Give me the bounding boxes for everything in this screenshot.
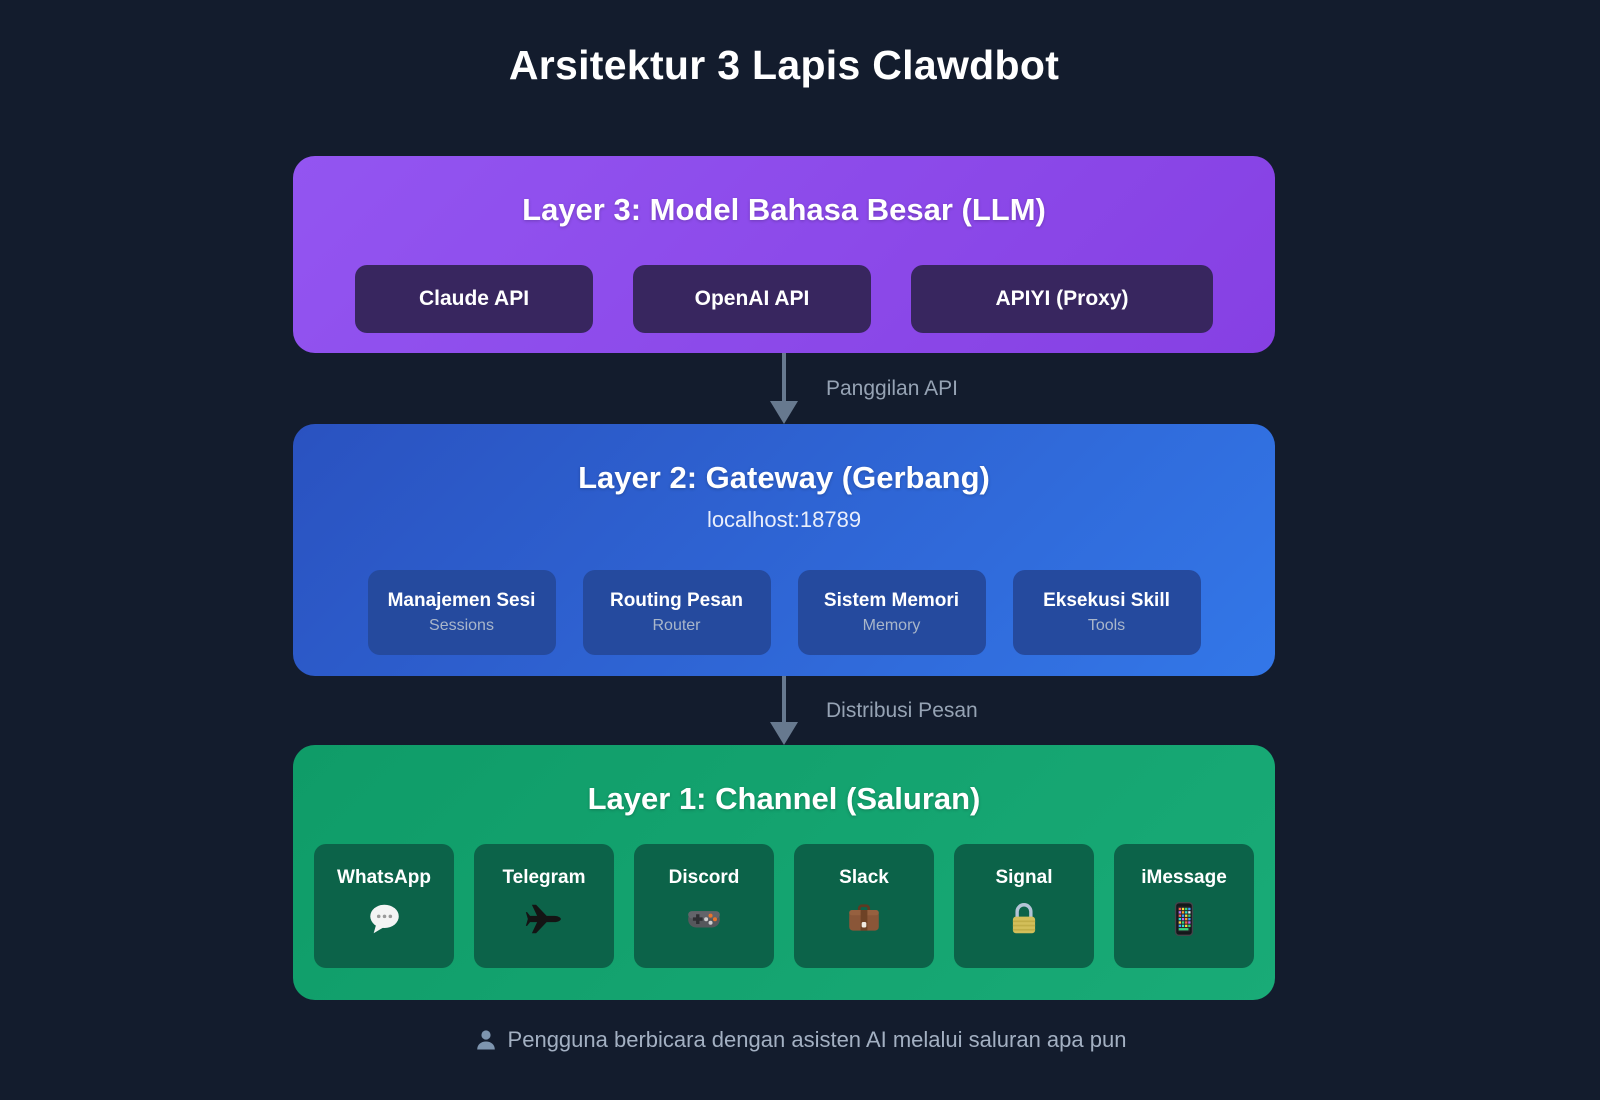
arrow-down-icon	[770, 722, 798, 745]
channel-discord: Discord	[634, 844, 774, 968]
layer-1-title: Layer 1: Channel (Saluran)	[587, 781, 981, 816]
channel-slack: Slack	[794, 844, 934, 968]
game-controller-icon	[688, 911, 720, 928]
memory-system-subtitle: Memory	[862, 617, 921, 634]
channel-imessage: iMessage	[1114, 844, 1254, 968]
skill-execution-title: Eksekusi Skill	[1043, 590, 1170, 611]
apiyi-proxy-box: APIYI (Proxy)	[911, 265, 1213, 333]
layer-3-llm-box: Layer 3: Model Bahasa Besar (LLM) Claude…	[293, 156, 1275, 353]
layer-2-gateway-box: Layer 2: Gateway (Gerbang) localhost:187…	[293, 424, 1275, 676]
whatsapp-label: WhatsApp	[337, 867, 431, 888]
signal-label: Signal	[995, 867, 1053, 888]
message-routing-subtitle: Router	[652, 617, 701, 634]
telegram-label: Telegram	[502, 867, 586, 888]
claude-api-box: Claude API	[355, 265, 593, 333]
skill-execution-box: Eksekusi Skill Tools	[1012, 570, 1201, 655]
page-title: Arsitektur 3 Lapis Clawdbot	[508, 42, 1060, 88]
gateway-module-row: Manajemen Sesi Sessions Routing Pesan Ro…	[293, 570, 1275, 655]
arrow-api-call-label: Panggilan API	[826, 376, 958, 400]
message-routing-title: Routing Pesan	[609, 590, 743, 611]
arrow-line	[782, 353, 786, 401]
apiyi-proxy-label: APIYI (Proxy)	[995, 287, 1129, 310]
imessage-label: iMessage	[1141, 867, 1227, 888]
channel-signal: Signal	[954, 844, 1094, 968]
footer-caption: Pengguna berbicara dengan asisten AI mel…	[0, 1020, 1600, 1060]
arrow-down-icon	[770, 401, 798, 424]
channel-whatsapp: WhatsApp	[314, 844, 454, 968]
session-management-subtitle: Sessions	[429, 617, 494, 634]
mobile-phone-icon	[1174, 901, 1194, 937]
footer-text: Pengguna berbicara dengan asisten AI mel…	[507, 1027, 1127, 1052]
layer-1-channel-box: Layer 1: Channel (Saluran) WhatsApp Tele…	[293, 745, 1275, 1000]
skill-execution-subtitle: Tools	[1087, 617, 1126, 634]
channel-row: WhatsApp Telegram Discord	[293, 844, 1275, 968]
arrow-message-distribution: Distribusi Pesan	[293, 676, 1275, 745]
memory-system-title: Sistem Memori	[823, 590, 960, 611]
arrow-message-distribution-label: Distribusi Pesan	[826, 698, 978, 722]
speech-balloon-icon	[370, 904, 399, 934]
openai-api-box: OpenAI API	[633, 265, 871, 333]
lock-icon	[1012, 903, 1036, 934]
slack-label: Slack	[839, 867, 889, 888]
session-management-title: Manajemen Sesi	[387, 590, 536, 611]
claude-api-label: Claude API	[418, 287, 530, 310]
airplane-icon	[525, 904, 561, 934]
briefcase-icon	[849, 904, 879, 931]
memory-system-box: Sistem Memori Memory	[797, 570, 986, 655]
gateway-host-address: localhost:18789	[706, 507, 862, 532]
session-management-box: Manajemen Sesi Sessions	[367, 570, 556, 655]
arrow-line	[782, 676, 786, 722]
discord-label: Discord	[668, 867, 740, 888]
arrow-api-call: Panggilan API	[293, 353, 1275, 424]
layer-2-title: Layer 2: Gateway (Gerbang)	[578, 460, 990, 495]
user-icon	[476, 1030, 495, 1050]
openai-api-label: OpenAI API	[694, 287, 810, 310]
layer-3-title: Layer 3: Model Bahasa Besar (LLM)	[522, 192, 1046, 227]
message-routing-box: Routing Pesan Router	[582, 570, 771, 655]
channel-telegram: Telegram	[474, 844, 614, 968]
llm-provider-row: Claude API OpenAI API APIYI (Proxy)	[293, 265, 1275, 333]
